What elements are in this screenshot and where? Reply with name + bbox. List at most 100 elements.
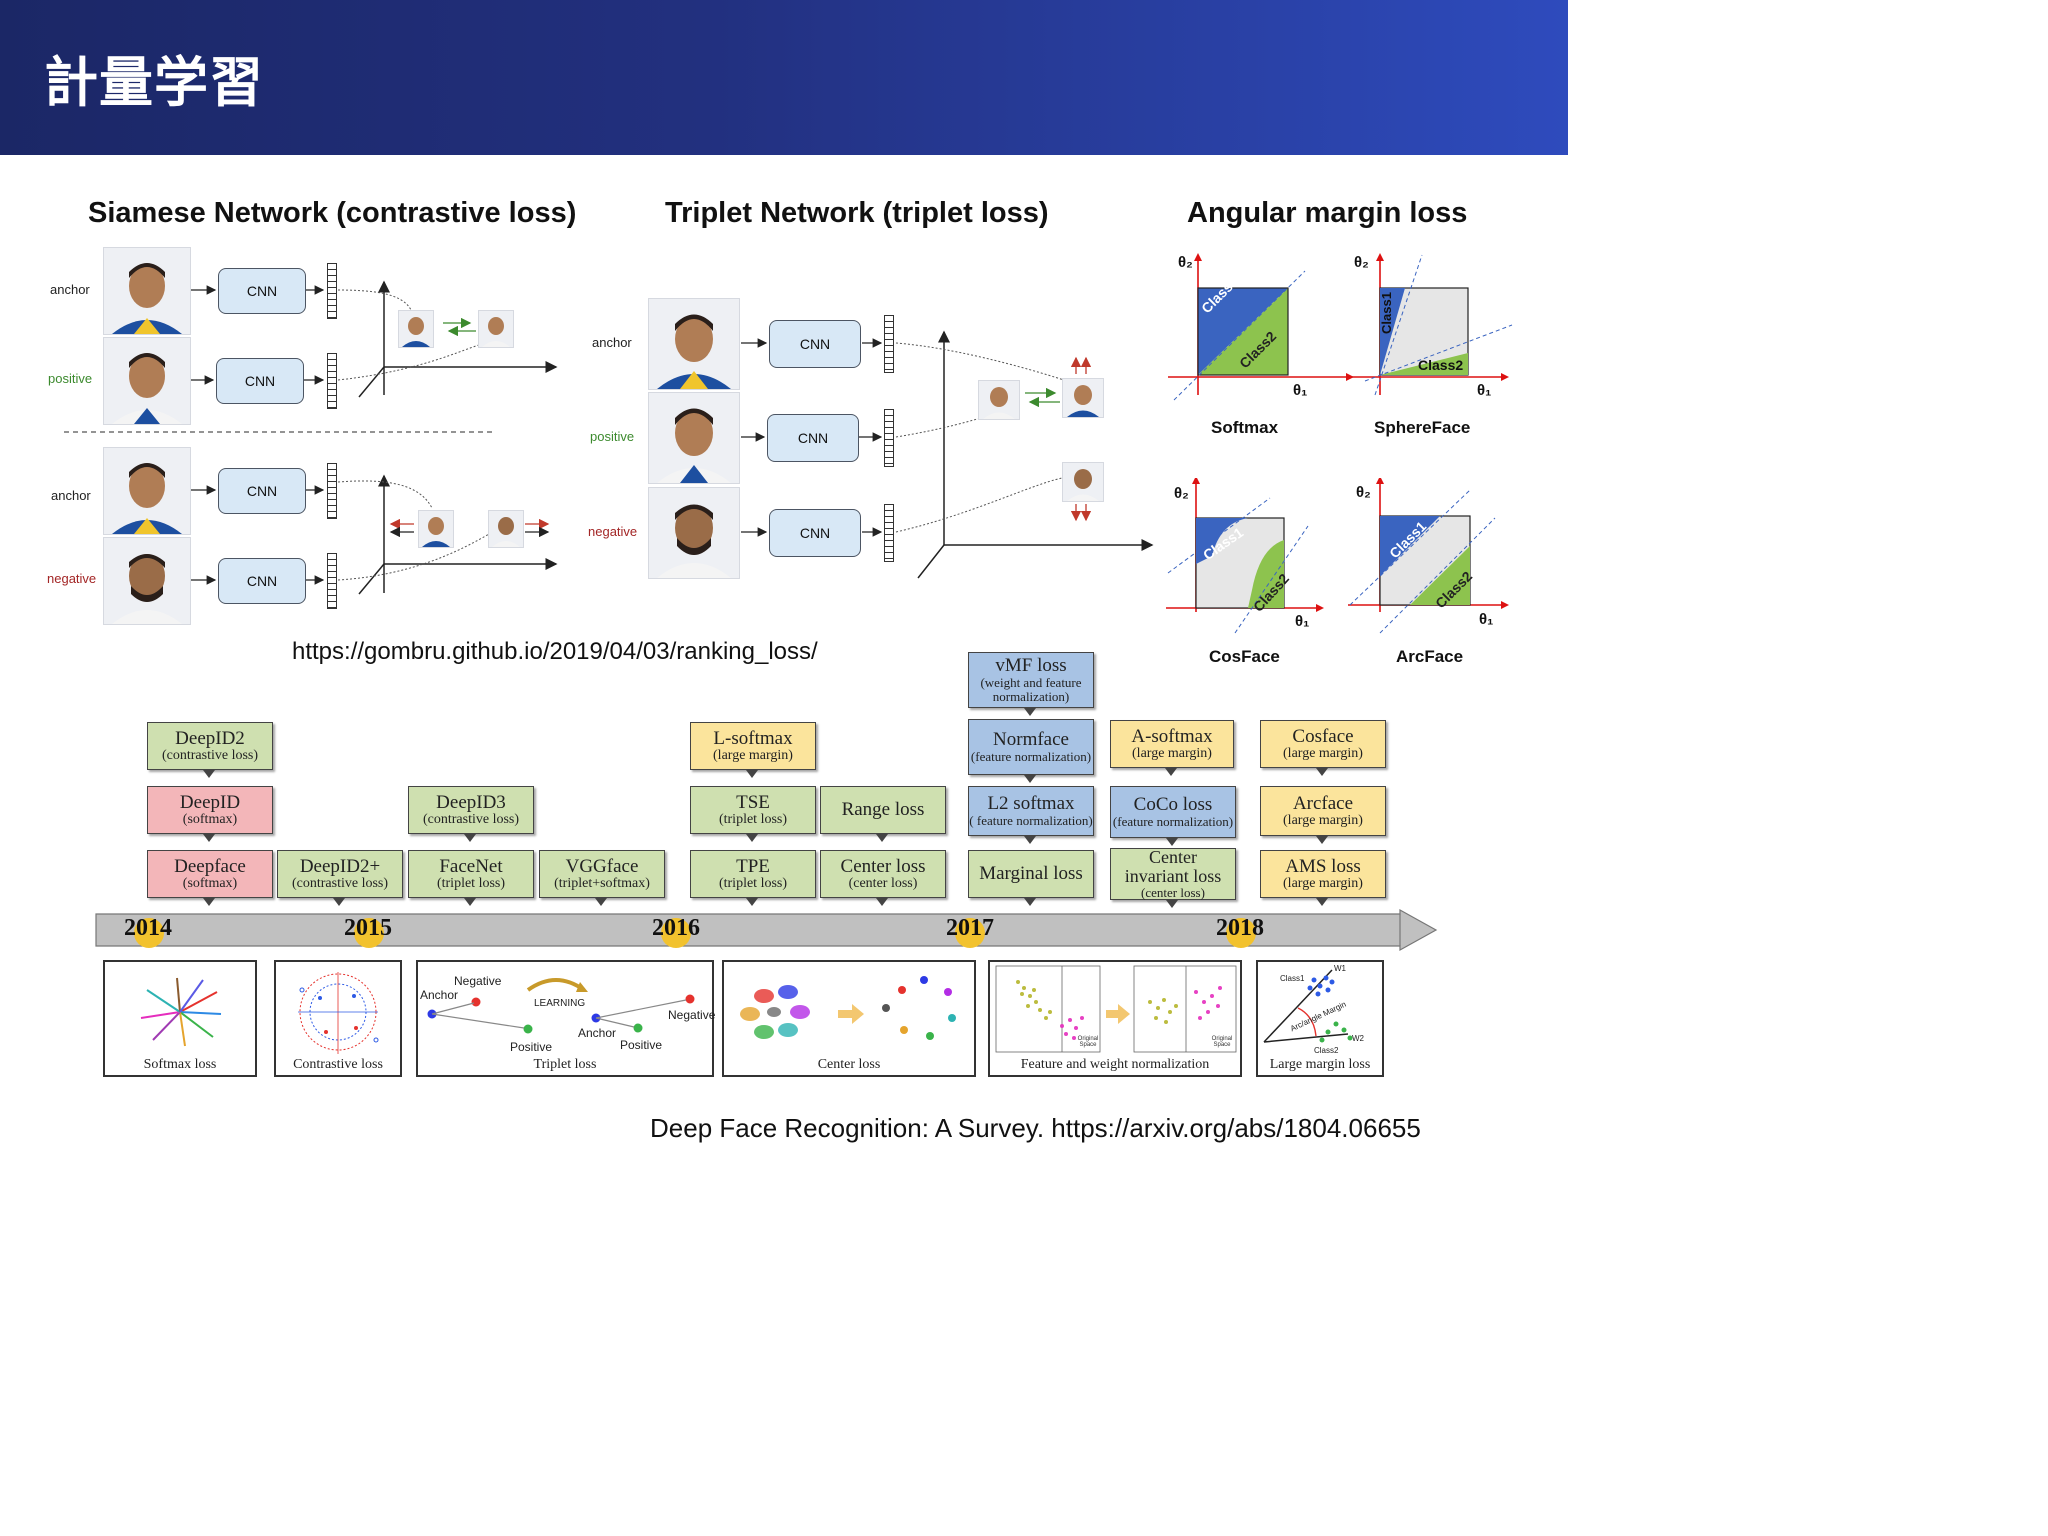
thumbnail-caption: Softmax loss [143, 1057, 217, 1072]
theta1-axis-label: θ₁ [1479, 611, 1494, 628]
triplet-thumb-anchor: Anchor [578, 1026, 617, 1040]
timeline-box-pointer [1024, 708, 1036, 716]
theta2-axis-label: θ₂ [1174, 485, 1189, 502]
timeline-box-vmf-loss: vMF loss(weight and feature normalizatio… [968, 652, 1094, 708]
timeline-box-pointer [1024, 898, 1036, 906]
year-marker [354, 918, 384, 948]
margin-thumb-class2: Class2 [1314, 1046, 1339, 1055]
timeline-box-tpe: TPE(triplet loss) [690, 850, 816, 898]
timeline-box-pointer [1166, 838, 1178, 846]
thumbnail-caption: Triplet loss [533, 1057, 597, 1072]
embedded-face-thumbnail [1062, 378, 1104, 418]
triplet-loss-thumbnail: Negative Anchor Positive LEARNING Anchor… [416, 960, 715, 1077]
margin-thumb-class1: Class1 [1280, 974, 1305, 983]
year-marker [134, 918, 164, 948]
cnn-block: CNN [216, 358, 304, 404]
triplet-title: Triplet Network (triplet loss) [665, 197, 1049, 229]
timeline-box-l2-softmax: L2 softmax( feature normalization) [968, 786, 1094, 836]
timeline-box-vggface: VGGface(triplet+softmax) [539, 850, 665, 898]
siamese-anchor-label-top: anchor [50, 282, 90, 297]
timeline-box-pointer [1316, 898, 1328, 906]
large-margin-loss-thumbnail: Class1 Class2 W1 W2 Arc/angle Margin Lar… [1256, 960, 1384, 1077]
cosface-plot-label: CosFace [1209, 647, 1280, 666]
center-loss-thumbnail: Center loss [722, 960, 976, 1077]
year-marker [955, 918, 985, 948]
timeline-box-cosface: Cosface(large margin) [1260, 720, 1386, 768]
timeline-box-pointer [595, 898, 607, 906]
arcface-plot-label: ArcFace [1396, 647, 1464, 666]
negative-face-image [648, 487, 740, 579]
cnn-block: CNN [767, 414, 859, 462]
timeline-box-center-loss: Center loss(center loss) [820, 850, 946, 898]
norm-thumb-space-label: Original Space [1211, 1036, 1233, 1048]
angular-title: Angular margin loss [1187, 197, 1468, 229]
timeline-box-pointer [1024, 775, 1036, 783]
timeline-box-pointer [203, 898, 215, 906]
embedded-face-thumbnail [478, 310, 514, 348]
timeline-box-pointer [1165, 768, 1177, 776]
embedded-face-thumbnail [978, 380, 1020, 420]
timeline-box-pointer [464, 834, 476, 842]
timeline-box-marginal-loss: Marginal loss [968, 850, 1094, 898]
thumbnail-caption: Contrastive loss [293, 1057, 383, 1072]
thumbnail-caption: Large margin loss [1269, 1057, 1371, 1072]
siamese-title: Siamese Network (contrastive loss) [88, 197, 577, 229]
softmax-plot [1168, 253, 1354, 401]
timeline-box-normface: Normface(feature normalization) [968, 719, 1094, 775]
feature-weight-normalization-thumbnail: Original Space Original Space Feature an… [988, 960, 1242, 1077]
timeline-box-pointer [333, 898, 345, 906]
softmax-loss-thumbnail: Softmax loss [103, 960, 257, 1077]
timeline-box-pointer [876, 834, 888, 842]
embedded-face-thumbnail [418, 510, 454, 548]
timeline-box-deepid2: DeepID2(contrastive loss) [147, 722, 273, 770]
siamese-positive-label: positive [48, 371, 93, 386]
timeline-box-ams-loss: AMS loss(large margin) [1260, 850, 1386, 898]
page-title: 計量学習 [44, 51, 264, 114]
contrastive-loss-thumbnail: Contrastive loss [274, 960, 402, 1077]
class1-label: Class1 [1379, 292, 1394, 334]
timeline-box-pointer [1166, 900, 1178, 908]
cnn-block: CNN [769, 509, 861, 557]
cnn-block: CNN [218, 558, 306, 604]
year-marker [1226, 918, 1256, 948]
timeline-box-pointer [876, 898, 888, 906]
embedding-vector [327, 463, 337, 519]
timeline-box-pointer [746, 770, 758, 778]
embedding-vector [327, 353, 337, 409]
angular-plots-top [1168, 253, 1513, 401]
year-marker [661, 918, 691, 948]
timeline-arrow [95, 908, 1438, 952]
arcface-plot [1348, 478, 1509, 634]
siamese-anchor-label-bottom: anchor [51, 488, 91, 503]
timeline-box-a-softmax: A-softmax(large margin) [1110, 720, 1234, 768]
timeline-box-pointer [746, 834, 758, 842]
theta2-axis-label: θ₂ [1356, 484, 1371, 501]
cnn-block: CNN [218, 268, 306, 314]
timeline-box-coco-loss: CoCo loss(feature normalization) [1110, 786, 1236, 838]
theta2-axis-label: θ₂ [1354, 254, 1369, 271]
cnn-block: CNN [769, 320, 861, 368]
embedding-vector [884, 315, 894, 373]
year-label-2015: 2015 [344, 915, 392, 941]
triplet-positive-label: positive [590, 429, 635, 444]
embedded-face-thumbnail [398, 310, 434, 348]
thumbnail-caption: Center loss [817, 1057, 881, 1072]
triplet-thumb-positive: Positive [620, 1038, 663, 1052]
timeline-box-deepid3: DeepID3(contrastive loss) [408, 786, 534, 834]
reference-url[interactable]: https://gombru.github.io/2019/04/03/rank… [292, 638, 818, 665]
timeline-box-pointer [1024, 836, 1036, 844]
timeline-box-arcface: Arcface(large margin) [1260, 786, 1386, 836]
timeline-box-facenet: FaceNet(triplet loss) [408, 850, 534, 898]
timeline-box-pointer [203, 770, 215, 778]
timeline-box-tse: TSE(triplet loss) [690, 786, 816, 834]
embedded-face-thumbnail [488, 510, 524, 548]
timeline-box-pointer [1316, 836, 1328, 844]
triplet-thumb-negative: Negative [454, 974, 502, 988]
year-label-2017: 2017 [946, 915, 994, 941]
sphereface-plot [1348, 253, 1513, 396]
timeline-box-deepid2plus: DeepID2+(contrastive loss) [277, 850, 403, 898]
embedding-vector [884, 409, 894, 467]
cosface-plot [1166, 478, 1324, 634]
citation[interactable]: Deep Face Recognition: A Survey. https:/… [650, 1113, 1421, 1143]
year-label-2018: 2018 [1216, 915, 1264, 941]
